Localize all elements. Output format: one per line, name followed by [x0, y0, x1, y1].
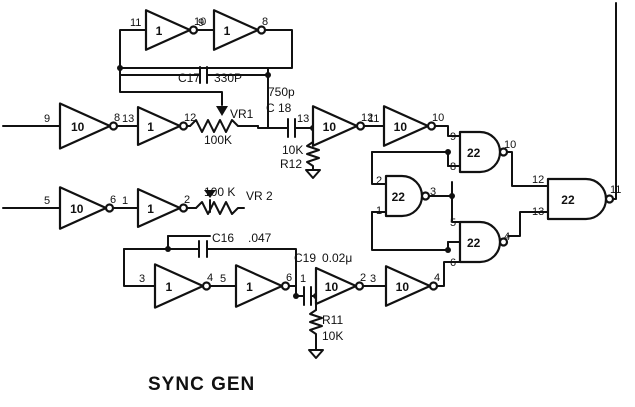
c16-ref-label: C16	[212, 231, 234, 245]
inverter-type-label: 1	[246, 280, 253, 294]
inv-r1-d: 10 11 10	[368, 105, 444, 147]
inverter-out-pin-label: 6	[110, 194, 116, 206]
nand-in-pin-label: 8	[450, 161, 456, 173]
inverter-out-pin-label: 6	[286, 272, 292, 284]
capacitor-c18	[287, 118, 296, 138]
inverter-in-pin-label: 3	[370, 273, 376, 285]
inverter-in-pin-label: 5	[220, 273, 226, 285]
inverter-type-label: 1	[147, 120, 154, 134]
inv-r3-a: 1 3 4	[139, 263, 213, 309]
inv-r3-d: 10 3 4	[370, 265, 440, 307]
nand-in-pin-label: 6	[450, 257, 456, 269]
ground-symbol-r12	[305, 169, 321, 179]
inverter-type-label: 1	[166, 280, 173, 294]
inverter-in-pin-label: 1	[300, 273, 306, 285]
inv-r2-b: 1 1 2	[122, 188, 190, 228]
vr1-wiper-arrow	[216, 106, 228, 116]
inv-r1-b: 1 13 12	[122, 105, 196, 146]
nand-in-pin-label: 13	[532, 206, 544, 218]
vr1-ref-label: VR1	[230, 107, 254, 121]
inverter-type-label: 10	[394, 120, 408, 134]
r12-ref-label: R12	[280, 157, 302, 171]
inverter-in-pin-label: 1	[122, 195, 128, 207]
inverter-type-label: 10	[70, 202, 84, 216]
capacitor-c19	[303, 286, 312, 306]
inverter-out-pin-label: 10	[432, 112, 444, 124]
inverter-out-pin-label: 4	[207, 272, 213, 284]
nand-in-pin-label: 1	[376, 205, 382, 217]
vr2-wiper-arrow	[204, 190, 216, 198]
inverter-in-pin-label: 13	[297, 113, 309, 125]
inv-r3-c: 10 1 2	[300, 266, 366, 306]
wiring	[2, 2, 617, 351]
c17-ref-label: C17	[178, 71, 200, 85]
nand-type-label: 22	[392, 190, 406, 204]
inverter-out-pin-label: 4	[434, 272, 440, 284]
inverter-in-pin-label: 5	[44, 195, 50, 207]
capacitor-c17	[199, 66, 208, 84]
inv-top-b: 1 9 8	[198, 9, 268, 51]
nand-in-pin-label: 2	[376, 175, 382, 187]
c17-value-label: 330P	[214, 71, 242, 85]
nand-in-pin-label: 5	[450, 217, 456, 229]
vr2-value-label: 100 K	[204, 185, 235, 199]
nand-output: 22 12 13 11	[532, 174, 621, 221]
inverter-out-pin-label: 10	[194, 16, 206, 28]
capacitor-c16	[198, 240, 208, 258]
c18-ref-label: C 18	[266, 101, 292, 115]
inverter-type-label: 10	[71, 120, 85, 134]
diagram-title: SYNC GEN	[148, 374, 255, 395]
nand-upper: 22 9 8 10	[450, 130, 516, 174]
nand-out-pin-label: 3	[430, 186, 436, 198]
inverter-type-label: 10	[396, 280, 410, 294]
inverter-type-label: 1	[156, 24, 163, 38]
nand-in-pin-label: 9	[450, 131, 456, 143]
c19-ref-label: C19	[294, 251, 316, 265]
inverter-type-label: 10	[323, 120, 337, 134]
inverter-in-pin-label: 9	[44, 113, 50, 125]
r11-value-label: 10K	[322, 329, 343, 343]
inverter-in-pin-label: 11	[368, 113, 379, 125]
r12-value-label: 10K	[282, 143, 303, 157]
c19-value-label: 0.02μ	[322, 251, 352, 265]
inverter-type-label: 10	[325, 280, 339, 294]
nand-out-pin-label: 10	[504, 139, 516, 151]
nand-type-label: 22	[561, 193, 575, 207]
vr1-value-label: 100K	[204, 133, 232, 147]
nand-out-pin-label: 4	[504, 231, 510, 243]
inverter-in-pin-label: 13	[122, 113, 134, 125]
c18-value-label: 750p	[268, 85, 295, 99]
nand-type-label: 22	[467, 146, 481, 160]
inverter-out-pin-label: 8	[114, 112, 120, 124]
component-labels: C17 330P 750p C 18 VR1 100K 10K R12 100 …	[178, 71, 352, 343]
vr2-ref-label: VR 2	[246, 189, 273, 203]
c16-value-label: .047	[248, 231, 272, 245]
inv-r1-c: 10 13 12	[297, 105, 373, 147]
nand-type-label: 22	[467, 236, 481, 250]
nand-lower: 22 5 6 4	[450, 217, 510, 269]
inv-r1-a: 10 9 8	[44, 102, 120, 150]
inverter-in-pin-label: 9	[198, 17, 204, 29]
nand-in-pin-label: 12	[532, 174, 544, 186]
inv-r2-a: 10 5 6	[44, 186, 116, 230]
inverter-out-pin-label: 12	[361, 112, 373, 124]
inverter-out-pin-label: 2	[360, 272, 366, 284]
inverter-in-pin-label: 3	[139, 273, 145, 285]
inverter-type-label: 1	[147, 202, 154, 216]
inverter-out-pin-label: 2	[184, 194, 190, 206]
inverter-out-pin-label: 12	[184, 112, 196, 124]
ground-symbol-r11	[308, 349, 324, 359]
inverter-in-pin-label: 11	[130, 17, 141, 29]
inv-r3-b: 1 5 6	[220, 264, 292, 308]
nand-out-pin-label: 11	[610, 184, 621, 196]
inverter-type-label: 1	[224, 24, 231, 38]
inverter-out-pin-label: 8	[262, 16, 268, 28]
r11-ref-label: R11	[322, 313, 343, 327]
